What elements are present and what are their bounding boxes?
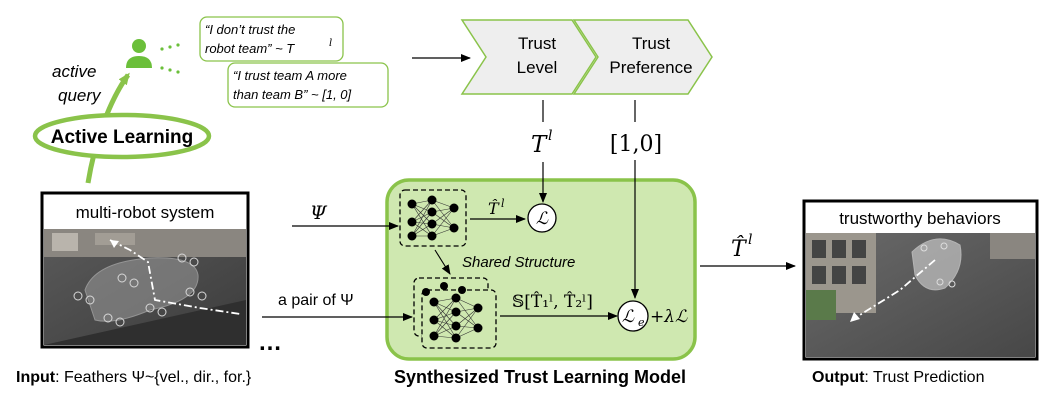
input-ellipsis: … <box>258 329 282 356</box>
bubble1-sup: l <box>329 38 332 49</box>
s-expression: 𝕊[T̂₁ˡ, T̂₂ˡ] <box>512 292 593 312</box>
le-node-symbol: ℒ <box>622 307 635 327</box>
neural-network-2 <box>413 277 497 349</box>
psi-label: Ψ <box>310 202 328 224</box>
input-caption-rest: : Feathers Ψ~{vel., dir., for.} <box>55 369 252 386</box>
active-learning-label: Active Learning <box>51 127 194 148</box>
shared-structure-label: Shared Structure <box>462 254 575 271</box>
plus-lambda-term: +λℒ <box>650 307 688 327</box>
bubble2-line1: “I trust team A more <box>233 68 347 83</box>
pair-label: a pair of Ψ <box>278 292 354 309</box>
input-box-title: multi-robot system <box>76 203 215 222</box>
input-caption: Input: Feathers Ψ~{vel., dir., for.} <box>16 369 252 386</box>
query-bubble-1 <box>199 16 344 62</box>
query-bubble-2 <box>227 62 389 108</box>
speech-dots <box>160 43 180 74</box>
trust-level-symbol: T <box>531 132 548 158</box>
shared-structure-arrow <box>434 249 451 275</box>
bubble1-line1: “I don’t trust the <box>205 22 295 37</box>
output-arrow-that: T̂ <box>731 236 748 262</box>
active-query-label-line2: query <box>58 86 102 105</box>
trust-preference-chevron <box>572 19 713 95</box>
loss-node-symbol: ℒ <box>536 209 549 229</box>
model-caption: Synthesized Trust Learning Model <box>394 367 686 387</box>
loss-node <box>527 203 557 233</box>
output-caption-rest: : Trust Prediction <box>864 369 984 386</box>
bubble2-line2: than team B” ~ [1, 0] <box>233 87 352 102</box>
le-node-sub: e <box>638 316 645 329</box>
active-learning-ellipse <box>32 112 212 160</box>
output-box-title: trustworthy behaviors <box>839 209 1001 228</box>
output-scene-image <box>806 233 1035 357</box>
model-that: T̂ <box>488 199 500 218</box>
active-query-label-line1: active <box>52 62 96 81</box>
person-icon <box>126 39 152 68</box>
output-caption: Output: Trust Prediction <box>812 369 984 386</box>
input-caption-bold: Input <box>16 369 56 386</box>
bubble1-line2: robot team” ~ T <box>205 41 295 56</box>
trust-preference-line1: Trust <box>632 34 670 53</box>
input-scene-image <box>44 229 246 345</box>
trust-level-line2: Level <box>517 58 558 77</box>
trust-level-line1: Trust <box>518 34 556 53</box>
trust-preference-value: [1,0] <box>610 132 662 157</box>
le-node <box>617 300 649 332</box>
model-that-sup: l <box>501 197 505 210</box>
trust-level-sup: l <box>548 128 552 144</box>
output-arrow-sup: l <box>748 232 752 248</box>
trust-preference-line2: Preference <box>609 58 692 77</box>
neural-network-1 <box>399 189 467 247</box>
trust-level-chevron <box>460 19 597 95</box>
output-caption-bold: Output <box>812 369 865 386</box>
